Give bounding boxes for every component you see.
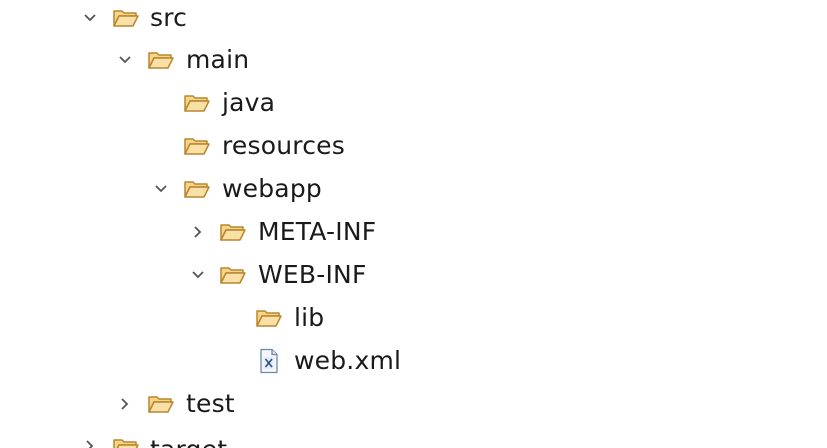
tree-item-label: java	[222, 88, 276, 117]
folder-open-icon	[111, 434, 141, 448]
tree-item-label: web.xml	[294, 346, 402, 375]
chevron-right-icon[interactable]	[80, 436, 100, 448]
tree-item-label: src	[150, 3, 188, 32]
folder-open-icon	[182, 133, 212, 159]
folder-open-icon	[218, 219, 248, 245]
folder-open-icon	[182, 176, 212, 202]
folder-open-icon	[182, 90, 212, 116]
tree-item-label: WEB-INF	[258, 260, 367, 289]
folder-open-icon	[146, 391, 176, 417]
tree-item-label: main	[186, 45, 250, 74]
tree-item-target[interactable]: target	[0, 428, 827, 448]
chevron-down-icon[interactable]	[188, 265, 208, 285]
chevron-down-icon[interactable]	[151, 179, 171, 199]
tree-item-label: META-INF	[258, 217, 377, 246]
chevron-down-icon[interactable]	[115, 50, 135, 70]
chevron-right-icon[interactable]	[188, 222, 208, 242]
folder-open-icon	[111, 5, 141, 31]
tree-item-label: target	[150, 432, 227, 448]
folder-open-icon	[218, 262, 248, 288]
tree-item-label: webapp	[222, 174, 322, 203]
xml-file-icon	[254, 348, 284, 374]
tree-item-label: test	[186, 389, 235, 418]
tree-item-label: lib	[294, 303, 325, 332]
chevron-down-icon[interactable]	[80, 8, 100, 28]
tree-item-label: resources	[222, 131, 345, 160]
folder-open-icon	[254, 305, 284, 331]
folder-open-icon	[146, 47, 176, 73]
chevron-right-icon[interactable]	[115, 394, 135, 414]
